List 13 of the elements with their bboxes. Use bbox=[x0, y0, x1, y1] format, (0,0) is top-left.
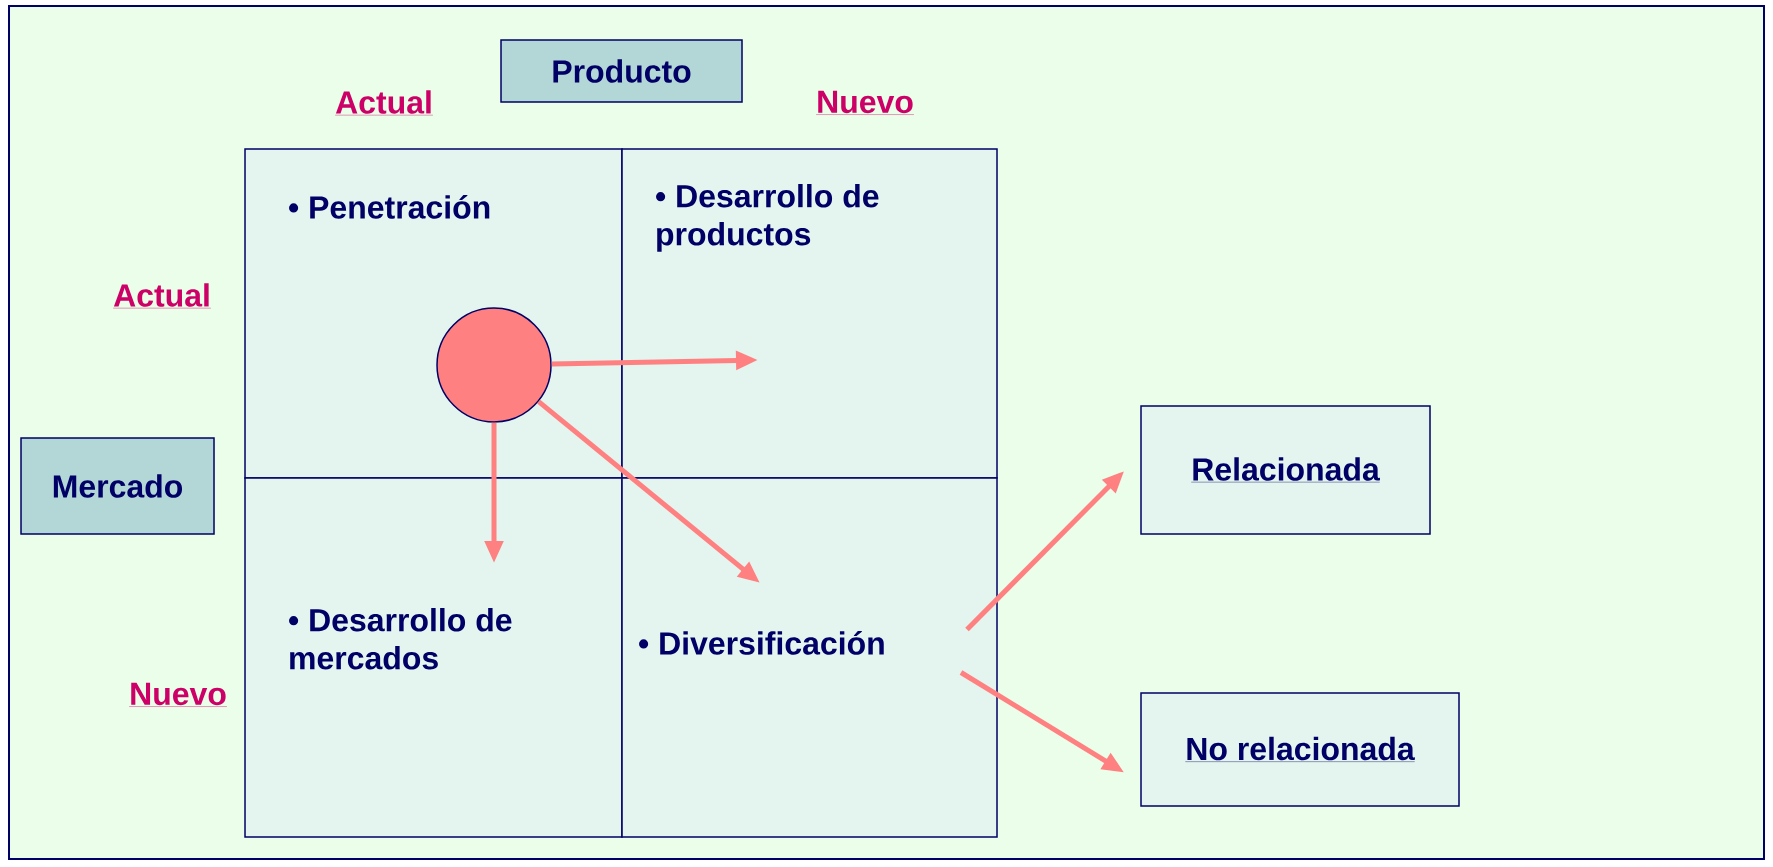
label-box: Producto bbox=[500, 39, 743, 103]
quadrant-cell: • Desarrollo de mercados bbox=[244, 477, 623, 838]
label-box: Mercado bbox=[20, 437, 215, 535]
quadrant-cell: • Penetración bbox=[244, 148, 623, 479]
axis-label: Nuevo bbox=[128, 682, 228, 707]
label-box: No relacionada bbox=[1140, 692, 1460, 807]
axis-label: Actual bbox=[334, 90, 434, 116]
quadrant-cell: • Desarrollo de productos bbox=[621, 148, 998, 479]
circle bbox=[436, 307, 552, 423]
axis-label: Nuevo bbox=[815, 90, 915, 115]
axis-label: Actual bbox=[112, 283, 212, 309]
label-box: Relacionada bbox=[1140, 405, 1431, 535]
quadrant-cell: • Diversificación bbox=[621, 477, 998, 838]
